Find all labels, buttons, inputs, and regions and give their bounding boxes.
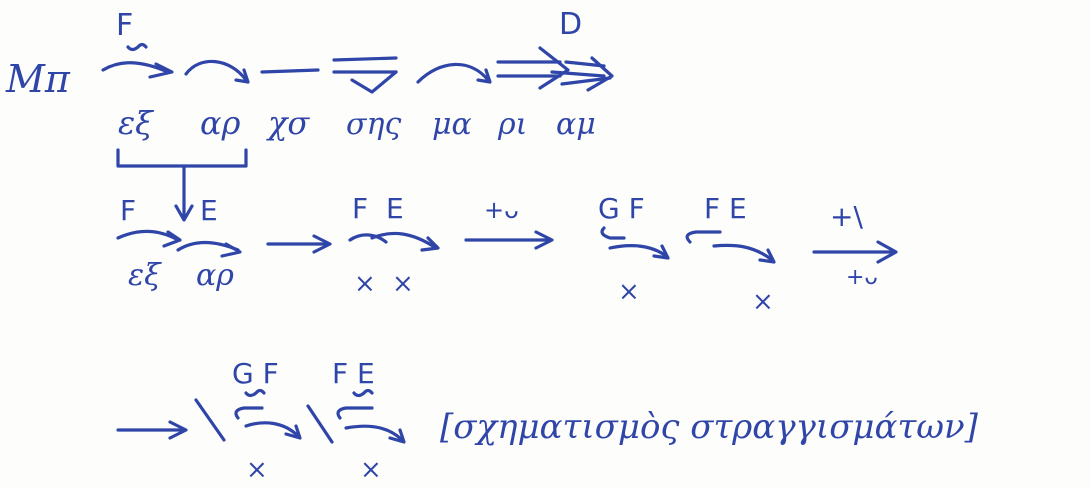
row1-arrow-1 [101,42,174,79]
row2-mark-1: × [354,269,376,299]
row1-arrow-4 [496,46,570,90]
row2-label-plus-breve: +ᴗ [484,196,519,224]
row2-arrow-pair-2 [348,231,440,252]
row1-word-5: μα [432,107,472,142]
row2-arrow-gf [600,226,670,260]
row3-label-gf: G F [232,357,279,390]
row3-slash-2 [306,404,334,444]
row1-arrow-3 [416,62,492,84]
row1-word-3: χσ [266,104,310,142]
row2-mark-2: × [392,269,414,299]
row3-mark-1: × [246,455,268,485]
row2-long-arrow-1 [266,234,332,254]
row1-dash [260,68,320,74]
row2-sub-word-2: αρ [196,258,234,293]
row3-arrow-gf [234,388,302,440]
row1-top-label-f: F [116,8,133,43]
row2-arrow-pair-1 [116,229,242,258]
row2-label-fe: F E [704,192,747,225]
row2-mark-3: × [618,277,640,307]
row2-sub-word-1: εξ [128,258,162,293]
row1-word-6: ρι [497,107,527,142]
row3-label-fe: F E [332,357,375,390]
down-arrow [174,166,194,222]
row2-label-f2: F [352,192,368,225]
row1-head-label: Μπ [5,57,71,101]
row1-word-7: αμ [556,107,596,142]
row2-mark-4: × [752,287,774,317]
row1-double-bar [332,56,398,94]
row1-word-1: εξ [118,104,154,142]
row2-label-plus-breve-2: +ᴗ [846,265,878,290]
row2-long-arrow-2 [464,230,554,250]
row2-label-plus-stroke: +\ [830,200,863,233]
row2-long-arrow-3 [812,240,898,264]
row3-caption: [σχηματισμὸς στραγγισμάτων] [440,407,979,447]
row2-label-f1: F [120,194,136,227]
row3-mark-2: × [360,455,382,485]
row1-bracket [116,148,248,168]
row3-long-arrow [116,420,188,440]
row1-arrow-2 [184,59,250,84]
row1-arrow-5 [550,56,614,92]
row2-arrow-fe [685,230,776,264]
row1-word-2: αρ [200,104,241,142]
row1-top-label-d: D [559,7,582,42]
row2-label-gf: G F [598,192,645,225]
row2-label-e1: E [200,194,218,227]
row2-label-e2: E [386,192,404,225]
row1-word-4: σης [346,107,401,142]
row3-arrow-fe [336,388,406,444]
row3-slash-1 [194,398,226,442]
